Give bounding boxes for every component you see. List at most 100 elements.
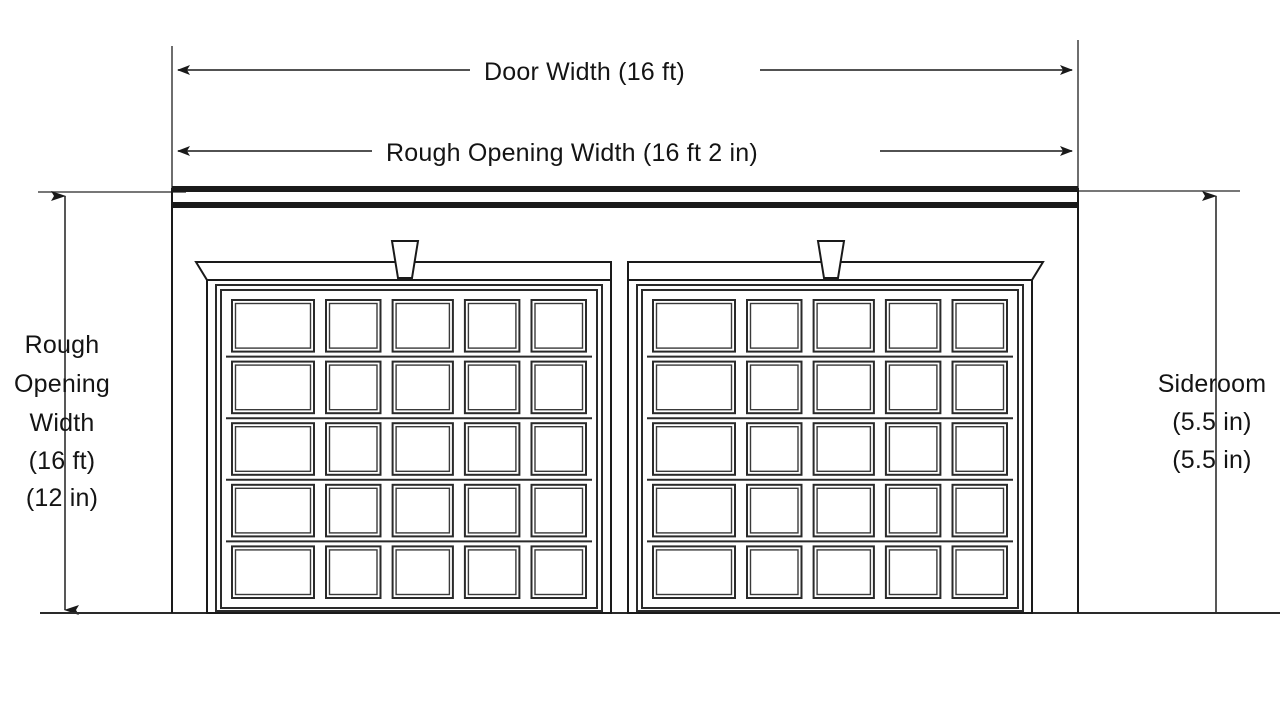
door-panel-inset (395, 426, 451, 473)
door-panel (746, 299, 803, 353)
right-label-line-3: (5.5 in) (1172, 446, 1251, 474)
door-panel (951, 299, 1008, 353)
door-panel-inset (888, 549, 938, 596)
door-panel (951, 360, 1008, 415)
door-panel (746, 422, 803, 476)
door-panel (884, 483, 942, 538)
door-panel-inset (749, 487, 799, 534)
door-panel (746, 483, 803, 538)
door-panel-inset (467, 549, 517, 596)
door-panel-inset (749, 426, 799, 473)
right-label-line-2: (5.5 in) (1172, 408, 1251, 436)
door-panel (812, 483, 875, 538)
dimension-door-width: Door Width (16 ft) (177, 58, 1073, 86)
door-panel-inset (749, 549, 799, 596)
door-panel-inset (816, 549, 872, 596)
door-right-frame-outer (636, 284, 1024, 612)
door-panel (652, 483, 736, 538)
door-panel-inset (888, 426, 938, 473)
door-panel-inset (816, 487, 872, 534)
door-panel (530, 422, 587, 476)
door-panel (951, 483, 1008, 538)
door-right-frame-inner (641, 289, 1019, 609)
door-left-panel-grid (226, 299, 592, 600)
left-label-line-1: Rough (25, 331, 100, 359)
door-left-frame-outer (215, 284, 603, 612)
door-panel-inset (955, 487, 1005, 534)
rough-opening-width-label: Rough Opening Width (16 ft 2 in) (386, 139, 758, 167)
door-panel (812, 360, 875, 415)
door-panel (812, 545, 875, 600)
door-panel (325, 360, 382, 415)
door-panel (530, 483, 587, 538)
garage-wall (171, 186, 1079, 613)
door-panel (231, 545, 315, 600)
left-label-line-5: (12 in) (26, 484, 98, 512)
left-label-line-4: (16 ft) (29, 447, 96, 475)
door-panel-inset (955, 549, 1005, 596)
door-panel-inset (888, 302, 938, 349)
door-panel (325, 545, 382, 600)
door-panel-inset (534, 487, 584, 534)
door-panel (951, 422, 1008, 476)
door-panel-inset (534, 426, 584, 473)
garage-door-left[interactable] (194, 240, 612, 614)
right-dimension-label: Sideroom (5.5 in) (5.5 in) (1158, 370, 1267, 474)
door-panel (231, 422, 315, 476)
door-panel-inset (234, 549, 312, 596)
door-left-keystone (390, 240, 420, 279)
door-panel-inset (234, 487, 312, 534)
door-panel-inset (749, 302, 799, 349)
door-left-frame-inner (220, 289, 598, 609)
door-panel (231, 483, 315, 538)
left-label-line-3: Width (30, 409, 95, 437)
door-panel-inset (655, 549, 733, 596)
door-panel (325, 483, 382, 538)
door-panel (463, 299, 521, 353)
door-panel (652, 422, 736, 476)
door-panel (325, 422, 382, 476)
door-panel (746, 545, 803, 600)
door-panel (530, 545, 587, 600)
door-panel-inset (534, 302, 584, 349)
left-label-line-2: Opening (14, 370, 110, 398)
door-panel (530, 299, 587, 353)
door-width-label: Door Width (16 ft) (484, 58, 685, 86)
door-panel (530, 360, 587, 415)
door-panel-inset (955, 364, 1005, 411)
door-panel-inset (749, 364, 799, 411)
door-panel (463, 545, 521, 600)
door-panel (812, 299, 875, 353)
door-panel (231, 299, 315, 353)
door-panel-inset (234, 364, 312, 411)
door-panel-inset (888, 364, 938, 411)
door-panel (391, 545, 454, 600)
door-panel-inset (234, 302, 312, 349)
right-label-line-1: Sideroom (1158, 370, 1267, 398)
door-panel-inset (467, 426, 517, 473)
door-panel-inset (816, 364, 872, 411)
door-panel (652, 299, 736, 353)
door-panel-inset (328, 302, 378, 349)
door-panel-inset (655, 487, 733, 534)
door-panel-inset (328, 549, 378, 596)
door-panel-inset (395, 549, 451, 596)
door-panel-inset (328, 364, 378, 411)
door-panel (463, 422, 521, 476)
door-panel (884, 545, 942, 600)
header-band-upper (172, 186, 1078, 192)
door-panel-inset (328, 426, 378, 473)
door-panel (652, 360, 736, 415)
door-panel-inset (395, 302, 451, 349)
door-panel (884, 299, 942, 353)
door-panel-inset (888, 487, 938, 534)
door-panel (325, 299, 382, 353)
garage-door-right[interactable] (627, 240, 1045, 614)
door-panel-inset (955, 302, 1005, 349)
door-panel-inset (467, 364, 517, 411)
door-panel (391, 360, 454, 415)
door-panel (463, 483, 521, 538)
door-panel-inset (534, 549, 584, 596)
